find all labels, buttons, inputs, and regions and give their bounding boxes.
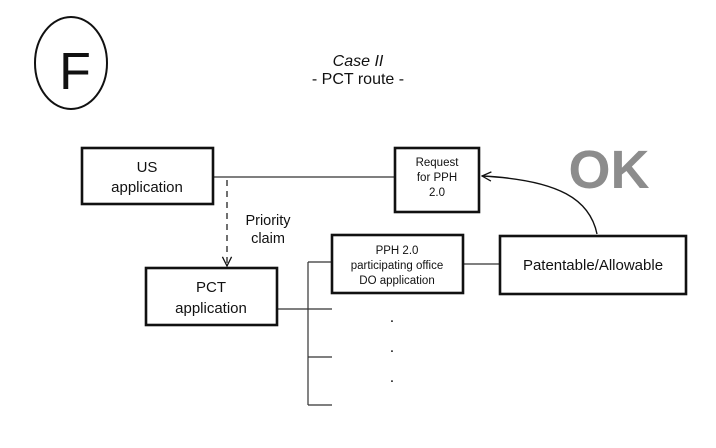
node-pph-do-application: PPH 2.0 participating office DO applicat… xyxy=(332,235,463,293)
node-label-line: for PPH xyxy=(417,172,457,184)
ellipsis-dots: . . . xyxy=(390,309,394,386)
node-label-line: Patentable/Allowable xyxy=(523,257,663,274)
diagram-subtitle: - PCT route - xyxy=(312,71,404,88)
ellipsis-dot: . xyxy=(390,309,394,326)
node-label-line: participating office xyxy=(351,260,443,272)
priority-claim-label: Priority xyxy=(245,213,291,229)
ellipsis-dot: . xyxy=(390,339,394,356)
node-us-application: US application xyxy=(82,148,213,204)
node-pct-application: PCT application xyxy=(146,268,277,325)
badge-f: F xyxy=(35,17,107,109)
node-label-line: PPH 2.0 xyxy=(376,245,419,257)
node-request-pph: Request for PPH 2.0 xyxy=(395,148,479,212)
ellipsis-dot: . xyxy=(390,369,394,386)
node-label-line: 2.0 xyxy=(429,187,445,199)
node-label-line: application xyxy=(111,179,183,196)
diagram-title: Case II xyxy=(333,53,384,70)
node-label-line: Request xyxy=(416,157,460,169)
node-label-line: DO application xyxy=(359,275,434,287)
priority-claim-label: claim xyxy=(251,231,285,247)
badge-letter: F xyxy=(59,43,91,101)
node-patentable-allowable: Patentable/Allowable xyxy=(500,236,686,294)
node-label-line: US xyxy=(137,159,158,176)
ok-label: OK xyxy=(569,140,650,200)
node-label-line: application xyxy=(175,300,247,317)
node-label-line: PCT xyxy=(196,279,226,296)
